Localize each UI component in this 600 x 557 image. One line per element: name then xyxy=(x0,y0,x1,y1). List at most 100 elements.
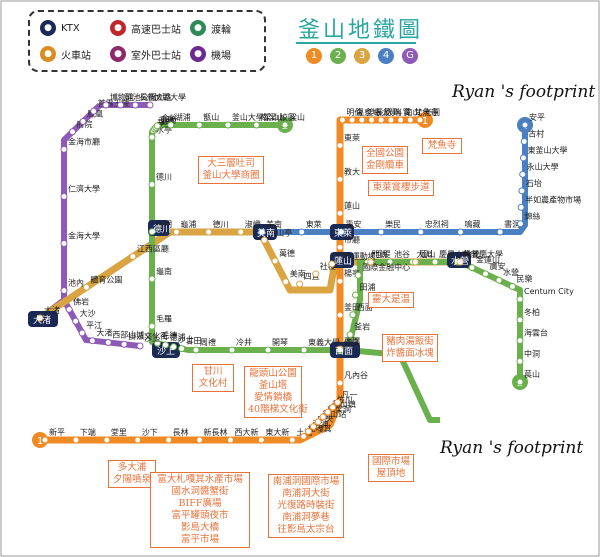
line-2-station-label: 德川 xyxy=(156,172,172,182)
line-number-badge: 3 xyxy=(354,48,370,64)
line-3-station-label: 四直 xyxy=(304,271,320,281)
line-1-station-dot xyxy=(103,436,111,444)
line-2-station-label: 伽倻 xyxy=(344,337,360,347)
line-3-station-label: 綜合運動場 xyxy=(336,251,376,261)
line-2-station-dot xyxy=(482,270,489,278)
line-2-station-label: 東義大學 xyxy=(308,337,340,347)
line-3-station-dot xyxy=(282,278,290,286)
line-3-station-label: 龜浦 xyxy=(180,219,196,229)
line-g-station-label: 延池公園 xyxy=(125,92,157,102)
line-1-station-dot xyxy=(377,116,385,124)
line-4-station-label: 古村 xyxy=(528,128,544,138)
line-2-station-label: 沙上 xyxy=(178,335,194,344)
line-1-station-label: 東大新 xyxy=(265,427,289,437)
line-1-station-dot xyxy=(324,408,332,416)
line-3-station-dot xyxy=(205,228,213,236)
line-2-station-dot xyxy=(468,264,476,272)
line-g-station-label: 金海大學 xyxy=(68,231,100,241)
line-2-station-label: 釜山大學梁山校區 xyxy=(232,112,296,122)
line-3-station-dot xyxy=(36,314,44,322)
line-g-station-dot xyxy=(90,107,98,115)
line-4-station-label: 永山大學 xyxy=(527,161,559,171)
line-2-station-dot xyxy=(516,357,524,365)
line-1-station-label: 土城 xyxy=(296,427,312,437)
line-2-station-dot xyxy=(346,331,354,339)
line-1-station-label: 釜田 xyxy=(344,302,360,312)
line-2-station-dot xyxy=(162,341,169,349)
line-2-station-label: 金蓮山 xyxy=(476,255,500,265)
line-1-station-dot xyxy=(358,116,366,124)
legend-label: 高速巴士站 xyxy=(131,24,181,36)
line-2-station-dot xyxy=(153,122,161,130)
transfer-station-label: 大渚 xyxy=(32,316,51,326)
legend-label: KTX xyxy=(61,22,80,34)
line-3-station-dot xyxy=(260,236,268,244)
line-2-station-dot xyxy=(336,346,344,354)
line-1-station-dot xyxy=(329,403,337,411)
line-4-station-dot xyxy=(518,187,526,195)
legend-label: 機場 xyxy=(211,50,231,62)
line-2-station-dot xyxy=(516,378,524,386)
line-g-station-dot xyxy=(60,192,68,200)
line-g-station-dot xyxy=(60,145,68,153)
line-g-station-label: 大沙 xyxy=(80,308,96,318)
line-3-station-label: 體育公園 xyxy=(90,274,122,284)
legend-label: 火車站 xyxy=(61,50,91,62)
line-4-station-label: 美南 xyxy=(266,219,282,229)
annotation-gamcheon: 甘川 文化村 xyxy=(192,364,234,392)
line-g-station-label: 金海市廳 xyxy=(68,136,100,146)
ferry-icon: ● xyxy=(190,20,206,36)
line-1-station-label: 長箭 xyxy=(376,107,392,117)
line-1-station-dot xyxy=(134,436,142,444)
line-2-station-dot xyxy=(148,181,156,188)
line-4-station-dot xyxy=(516,220,524,228)
line-2-station-label: 金谷 xyxy=(161,113,177,123)
line-1-station-label: 草梁洞 xyxy=(327,404,351,414)
title-underline xyxy=(296,42,416,44)
line-2-station-dot xyxy=(153,339,161,347)
line-g-station-dot xyxy=(60,240,68,248)
line-2-station-dot xyxy=(224,121,232,129)
airport-icon: ● xyxy=(190,46,206,62)
line-1-station-label: 堂里 xyxy=(111,427,127,437)
line-2-station-dot xyxy=(300,346,308,354)
line-2-station-label: 水亭 xyxy=(156,124,172,134)
annotation-seomyeon-top: 大三層吐司 釜山大學商圈 xyxy=(198,156,264,184)
line-1-station-label: 下端 xyxy=(80,427,96,437)
line-1-station-dot xyxy=(41,436,49,444)
line-2-station-label: 東院 xyxy=(160,114,176,124)
line-g-station-dot xyxy=(104,338,112,346)
transfer-station-label: 德川 xyxy=(152,225,171,235)
line-2-station-label: 德浦 xyxy=(170,332,186,342)
annotation-jeonpo: 全國公園 金剛纜車 xyxy=(362,146,408,174)
line-4-station-label: 壽安 xyxy=(345,219,361,229)
line-2-station-dot xyxy=(148,228,156,236)
legend-item: ●火車站 xyxy=(40,46,91,62)
line-2-station-dot xyxy=(349,311,357,319)
line-1-station-label: 久瑞 xyxy=(385,107,401,117)
line-4-station-label: 半如農產物市場 xyxy=(525,194,581,204)
line-g-station-dot xyxy=(146,101,154,109)
line-4-station-label: 石坮 xyxy=(526,178,542,188)
line-1-station-dot xyxy=(288,436,296,444)
line-2-station-dot xyxy=(495,276,503,284)
line-2-station-label: 毛羅 xyxy=(156,313,172,323)
map-title: 釜山地鐵圖 xyxy=(298,18,424,43)
line-1-station-dot xyxy=(336,209,344,217)
line-2-station-dot xyxy=(192,346,200,354)
line-4-station-dot xyxy=(519,154,527,162)
annotation-dongnae: 東萊賞櫻步道 xyxy=(368,180,434,196)
line-1-station-dot xyxy=(387,116,395,124)
line-4-station-label: 東釜山大學 xyxy=(527,145,567,155)
line-3-station-label: 社稷 xyxy=(320,261,336,271)
line-1-station-dot xyxy=(336,379,344,387)
line-1-station-dot xyxy=(314,418,322,426)
line-3-station-dot xyxy=(328,260,336,268)
line-2-station-dot xyxy=(386,258,394,266)
line-1-station-dot xyxy=(319,413,327,421)
line-2-station-label: 南川 xyxy=(462,249,478,259)
line-2-station-label: 釜岩 xyxy=(354,322,370,332)
line-2-station-label: 甑山 xyxy=(203,112,219,122)
footprint-label-bottom: Ryan 's footprint xyxy=(440,438,584,458)
line-2-station-label: 田浦 xyxy=(360,282,376,292)
